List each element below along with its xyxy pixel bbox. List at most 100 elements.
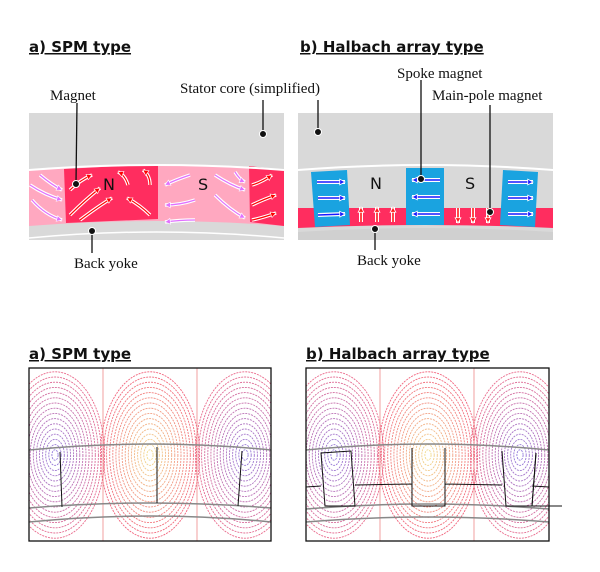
field-line <box>130 423 170 487</box>
field-line <box>42 433 68 477</box>
field-line <box>29 397 90 513</box>
stator-core-label: Stator core (simplified) <box>180 81 320 97</box>
halbach-type-title: b) Halbach array type <box>300 38 484 56</box>
field-line <box>485 397 549 513</box>
field-line <box>399 407 457 503</box>
halbach-diagram: N S Spoke magnet Main-pole magnet Back y… <box>297 66 554 269</box>
down-arrow <box>469 208 477 224</box>
flux-arrow <box>251 193 277 207</box>
flux-arrow <box>251 211 277 222</box>
field-line <box>308 412 360 498</box>
field-line <box>306 397 369 513</box>
flux-arrow <box>38 173 63 192</box>
magnet-north-right <box>249 166 284 226</box>
field-line <box>396 402 460 508</box>
back-yoke-label-b: Back yoke <box>357 253 421 269</box>
field-line <box>473 376 549 534</box>
field-line <box>29 412 81 498</box>
right-arrow <box>508 210 534 218</box>
flux-arrow <box>117 170 130 186</box>
field-line <box>219 412 271 498</box>
field-line <box>476 381 549 529</box>
flux-arrow <box>68 186 102 217</box>
field-line <box>306 381 378 529</box>
field-line <box>112 392 188 518</box>
field-line <box>106 381 194 529</box>
pole-s-label: S <box>198 175 208 194</box>
field-line <box>32 418 78 492</box>
field-line <box>115 397 185 513</box>
flux-arrow <box>213 193 246 220</box>
spoke-pointer <box>417 175 425 183</box>
flux-arrow <box>126 196 152 217</box>
field-line <box>311 418 357 492</box>
field-line <box>381 376 475 534</box>
field-line <box>29 402 87 508</box>
field-line <box>402 412 454 498</box>
field-line <box>39 428 71 482</box>
stator-pointer <box>314 128 322 136</box>
up-arrow <box>389 206 397 222</box>
flux-arrow <box>29 183 63 202</box>
right-arrow <box>318 194 346 202</box>
halbach-field-title: b) Halbach array type <box>306 345 490 363</box>
field-line <box>99 371 201 539</box>
field-line <box>387 386 469 524</box>
magnetization-arrows <box>29 168 277 225</box>
field-line <box>497 418 543 492</box>
field-line <box>408 423 448 487</box>
field-line <box>45 438 65 472</box>
back-yoke-pointer <box>88 227 96 235</box>
field-line <box>204 386 271 524</box>
field-line <box>29 407 84 503</box>
field-line <box>306 386 375 524</box>
field-line <box>143 444 157 466</box>
field-line <box>494 412 546 498</box>
field-line <box>51 449 59 461</box>
field-line <box>469 371 549 539</box>
field-line <box>124 412 176 498</box>
spm-field-plot <box>28 367 272 542</box>
field-line <box>418 438 438 472</box>
field-line <box>229 428 261 482</box>
field-line <box>324 438 344 472</box>
magnet-pointer <box>72 180 80 188</box>
field-line <box>424 449 432 461</box>
field-line <box>321 433 347 477</box>
halbach-field-plot <box>305 367 562 542</box>
pole-n-label: N <box>370 174 382 193</box>
flux-arrow <box>78 196 113 222</box>
field-line <box>225 423 265 487</box>
field-line <box>306 371 385 539</box>
spoke-magnet-label: Spoke magnet <box>397 66 483 82</box>
field-line <box>510 438 530 472</box>
field-line <box>405 418 451 492</box>
field-line <box>194 371 271 539</box>
down-arrow <box>454 208 462 224</box>
field-line <box>48 444 62 466</box>
field-line <box>29 371 106 539</box>
field-line <box>29 392 93 518</box>
field-line <box>238 444 252 466</box>
field-line <box>306 407 363 503</box>
field-line <box>210 397 271 513</box>
field-line <box>134 428 166 482</box>
spm-type-title: a) SPM type <box>29 38 131 56</box>
flux-arrow <box>251 173 274 187</box>
field-line <box>198 376 271 534</box>
field-line <box>500 423 540 487</box>
field-line <box>513 444 527 466</box>
back-yoke-label-a: Back yoke <box>74 256 138 272</box>
field-line <box>330 449 338 461</box>
flux-arrow <box>214 173 246 192</box>
field-line <box>516 449 524 461</box>
field-line <box>393 397 463 513</box>
pole-s-label: S <box>465 174 475 193</box>
field-line <box>306 376 381 534</box>
field-line <box>318 428 350 482</box>
field-line <box>213 402 271 508</box>
field-line <box>390 392 466 518</box>
field-line <box>235 438 255 472</box>
field-line <box>29 381 99 529</box>
